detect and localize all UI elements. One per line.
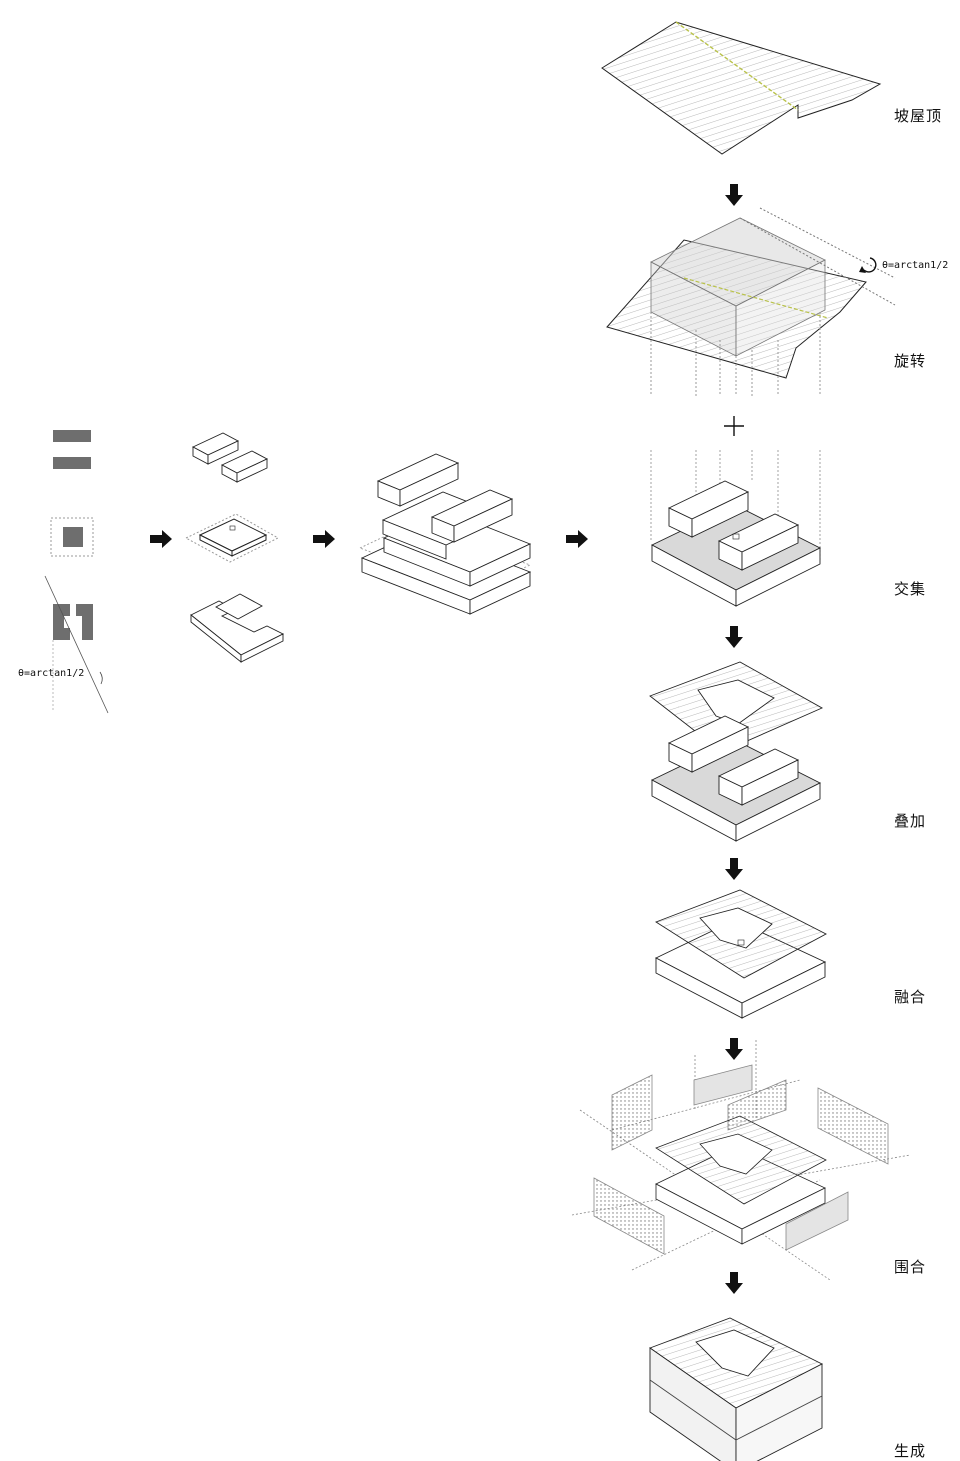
rotation-angle-formula: θ=arctan1/2 — [882, 260, 948, 271]
enclose-drawing — [571, 1040, 911, 1281]
iso-u-piece — [190, 593, 285, 663]
theta-symbol: θ — [18, 668, 25, 679]
formula-text: =arctan1/2 — [888, 260, 949, 271]
base-shapes — [44, 430, 109, 714]
intersect-drawing — [650, 450, 822, 607]
rotate-drawing — [606, 207, 896, 396]
iso-two-bars — [191, 432, 269, 483]
arrow-down-icon — [725, 1272, 743, 1294]
stage-label-fuse: 融合 — [894, 988, 927, 1006]
arrow-right-icon — [313, 530, 335, 548]
slope-roof-drawing — [601, 21, 882, 155]
u-shape — [44, 575, 109, 714]
two-bars-shape — [53, 430, 91, 469]
overlay-drawing — [649, 661, 824, 842]
arrow-right-icon — [566, 530, 588, 548]
stage-label-intersect: 交集 — [894, 580, 927, 598]
plus-sign — [724, 416, 744, 436]
left-angle-formula: θ=arctan1/2 — [18, 668, 84, 679]
stage-label-overlay: 叠加 — [894, 812, 927, 830]
generate-drawing — [649, 1317, 823, 1461]
stage-label-enclose: 围合 — [894, 1258, 927, 1276]
stage-label-slope-roof: 坡屋顶 — [894, 107, 943, 125]
stage-label-rotate: 旋转 — [894, 352, 927, 370]
combined-stack — [358, 453, 532, 615]
arrow-down-icon — [725, 626, 743, 648]
arrow-down-icon — [725, 184, 743, 206]
fuse-drawing — [654, 889, 827, 1019]
iso-square-plate — [184, 513, 280, 563]
arrow-down-icon — [725, 858, 743, 880]
arrow-right-icon — [150, 530, 172, 548]
arrow-down-icon — [725, 1038, 743, 1060]
theta-symbol: θ — [882, 260, 889, 271]
stage-label-generate: 生成 — [894, 1442, 927, 1460]
formula-text: =arctan1/2 — [24, 668, 85, 679]
square-shape — [50, 517, 94, 557]
